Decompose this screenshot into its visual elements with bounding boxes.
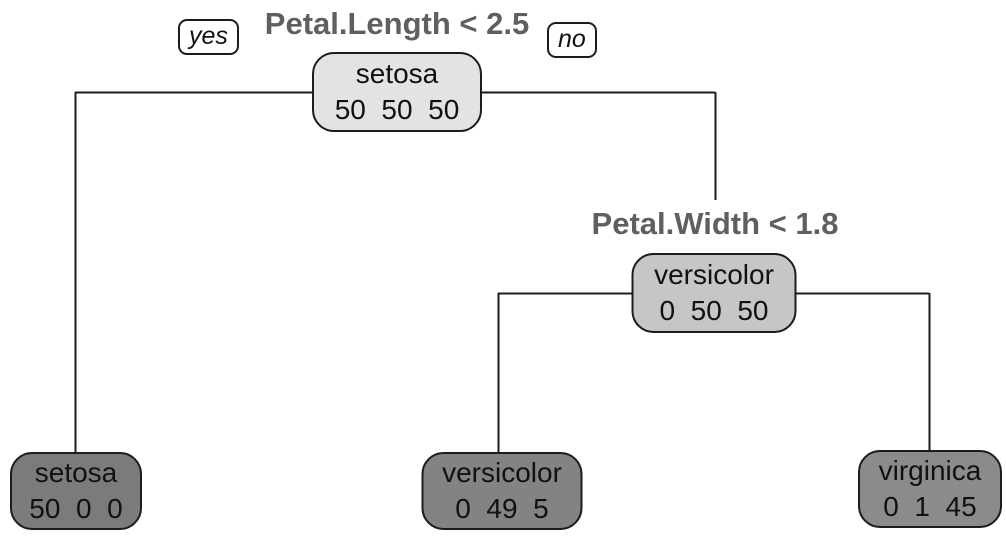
node-class-label: virginica [878,455,982,487]
tree-leaf-virginica: virginica 0 1 45 [858,450,1002,528]
node-class-counts: 0 1 45 [883,491,977,522]
node-class-label: setosa [355,58,439,90]
node-class-counts: 0 49 5 [455,493,549,524]
tree-node-internal: versicolor 0 50 50 [631,253,797,333]
node-class-counts: 0 50 50 [659,295,769,326]
no-branch-badge: no [547,22,597,58]
tree-leaf-setosa: setosa 50 0 0 [10,452,142,530]
node-class-counts: 50 50 50 [334,94,460,125]
yes-branch-badge: yes [178,19,239,55]
node-class-label: versicolor [654,259,774,291]
node-class-counts: 50 0 0 [29,493,123,524]
tree-leaf-versicolor: versicolor 0 49 5 [421,452,583,530]
node-class-label: setosa [34,457,118,489]
node-class-label: versicolor [442,457,562,489]
internal-split-condition: Petal.Width < 1.8 [591,206,839,241]
tree-node-root: setosa 50 50 50 [312,52,482,132]
root-split-condition: Petal.Length < 2.5 [264,6,530,41]
